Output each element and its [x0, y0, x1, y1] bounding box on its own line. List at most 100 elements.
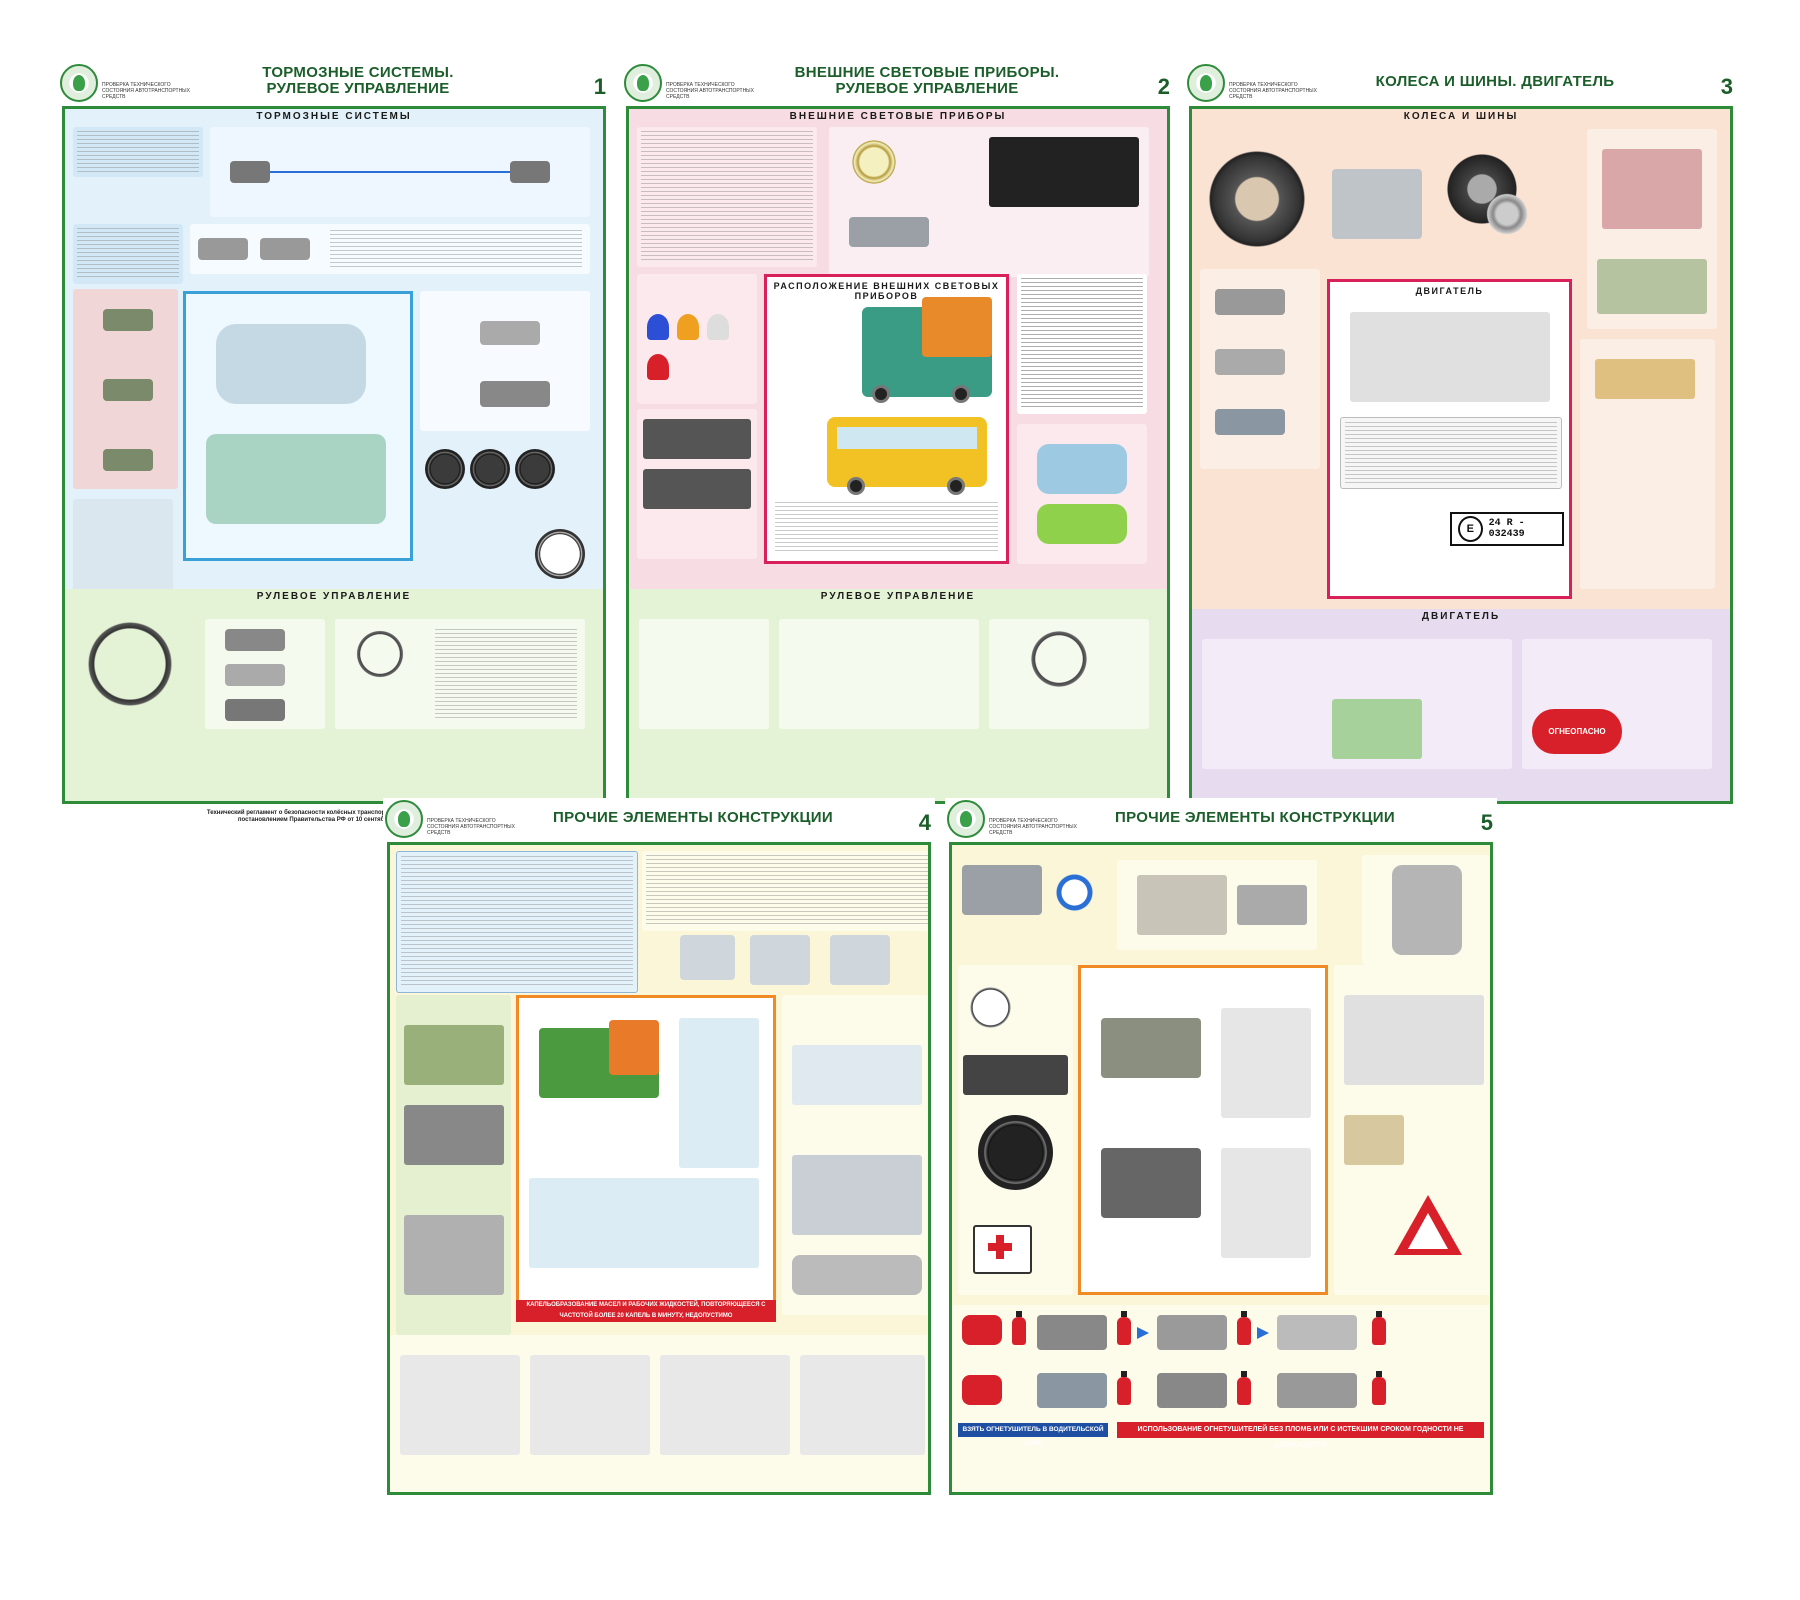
logo-icon: [385, 800, 423, 838]
axles-image: [529, 1178, 759, 1268]
truck-image: [1037, 1315, 1107, 1350]
truck-image: [225, 699, 285, 721]
bus-image: [480, 381, 550, 407]
emission-table: [1340, 417, 1562, 489]
car-image: [1037, 444, 1127, 494]
extinguisher-zone: ВЗЯТЬ ОГНЕТУШИТЕЛЬ В ВОДИТЕЛЬСКОЙ ЗОНЕ И…: [952, 1305, 1490, 1492]
section-title: РУЛЕВОЕ УПРАВЛЕНИЕ: [256, 591, 412, 602]
logo-icon: [947, 800, 985, 838]
bus-front-image: [750, 935, 810, 985]
section-title: ДВИГАТЕЛЬ: [1421, 611, 1501, 622]
title-line-1: КОЛЕСА И ШИНЫ. ДВИГАТЕЛЬ: [1375, 73, 1615, 90]
poster-5: ПРОВЕРКА ТЕХНИЧЕСКОГО СОСТОЯНИЯ АВТОТРАН…: [945, 798, 1497, 1523]
extinguisher-note: ВЗЯТЬ ОГНЕТУШИТЕЛЬ В ВОДИТЕЛЬСКОЙ ЗОНЕ: [958, 1423, 1108, 1447]
seat-block: [1362, 855, 1490, 965]
poster-header: ПРОВЕРКА ТЕХНИЧЕСКОГО СОСТОЯНИЯ АВТОТРАН…: [945, 798, 1497, 842]
windshield-image: [792, 1045, 922, 1105]
spare-wheel-mount-image: [404, 1215, 504, 1295]
gauge-icon: [515, 449, 555, 489]
car-image: [260, 238, 310, 260]
tread-depth: [1200, 269, 1320, 469]
poster-board: КОЛЕСА И ШИНЫ ДВИГАТЕЛЬ E 24 R - 032439: [1189, 106, 1733, 804]
components-image: [679, 1018, 759, 1168]
truck-front-image: [1332, 169, 1422, 239]
steering-lock: [989, 619, 1149, 729]
poster-header: ПРОВЕРКА ТЕХНИЧЕСКОГО СОСТОЯНИЯ АВТОТРАН…: [383, 798, 935, 842]
logo-icon: [60, 64, 98, 102]
section-title: РУЛЕВОЕ УПРАВЛЕНИЕ: [820, 591, 976, 602]
vehicle-table: [190, 224, 590, 274]
hub-image: [1602, 149, 1702, 229]
title-line-2: РУЛЕВОЕ УПРАВЛЕНИЕ: [835, 80, 1019, 97]
steering-linkage: [639, 619, 769, 729]
extinguisher-icon: [1117, 1311, 1131, 1345]
e-mark: E: [1458, 516, 1483, 542]
clock-icon: [535, 529, 585, 579]
stopping-data: [420, 291, 590, 431]
arrow-icon: [1137, 1327, 1149, 1339]
leak-warning: КАПЕЛЬОБРАЗОВАНИЕ МАСЕЛ И РАБОЧИХ ЖИДКОС…: [516, 1300, 776, 1322]
truck-image: [103, 379, 153, 401]
steering-zone: РУЛЕВОЕ УПРАВЛЕНИЕ: [65, 589, 603, 801]
bus-image: [1277, 1315, 1357, 1350]
steering-joints: [779, 619, 979, 729]
fuel-system-image: [1202, 639, 1512, 769]
car-chassis-image: [216, 324, 366, 404]
glass-wipers: [782, 995, 928, 1315]
underrun-frame: [1078, 965, 1328, 1295]
poster-1: ПРОВЕРКА ТЕХНИЧЕСКОГО СОСТОЯНИЯ АВТОТРАН…: [58, 62, 610, 832]
latch-image: [404, 1105, 504, 1165]
car-image: [1215, 349, 1285, 375]
truck-image: [103, 309, 153, 331]
poster-number: 1: [593, 74, 606, 99]
beacon-white-icon: [707, 314, 729, 340]
poster-board: ТОРМОЗНЫЕ СИСТЕМЫ: [62, 106, 606, 804]
extinguisher-icon: [1237, 1371, 1251, 1405]
seat-extinguisher-image: [962, 1315, 1002, 1345]
slope-tests: [73, 289, 178, 489]
headlight-check: [829, 127, 1149, 277]
title-line-1: ТОРМОЗНЫЕ СИСТЕМЫ.: [262, 64, 454, 81]
org-name: ПРОВЕРКА ТЕХНИЧЕСКОГО СОСТОЯНИЯ АВТОТРАН…: [1229, 82, 1317, 100]
truck-image: [539, 1020, 659, 1098]
truck-image: [1215, 289, 1285, 315]
beacon-red-icon: [647, 354, 669, 380]
instruments-block: [958, 965, 1073, 1295]
leaks-frame: [516, 995, 776, 1305]
steering-wheel-icon: [355, 629, 405, 679]
frame-title: ДВИГАТЕЛЬ: [1415, 286, 1484, 296]
truck-front-image: [830, 935, 890, 985]
brake-drive-frame: [183, 291, 413, 561]
vehicle-table: [205, 619, 325, 729]
truck-image: [103, 449, 153, 471]
mudflap-icon: [1052, 870, 1097, 915]
bumper-image: [792, 1255, 922, 1295]
gauge-icon: [425, 449, 465, 489]
poster-number: 4: [918, 810, 931, 835]
poster-title: ПРОЧИЕ ЭЛЕМЕНТЫ КОНСТРУКЦИИ: [533, 810, 853, 826]
steering-wheel-icon: [85, 619, 175, 709]
wheel-mount: [1587, 129, 1717, 329]
bus-image: [1037, 1373, 1107, 1408]
extinguisher-icon: [1012, 1311, 1026, 1345]
poster-title: ТОРМОЗНЫЕ СИСТЕМЫ. РУЛЕВОЕ УПРАВЛЕНИЕ: [208, 65, 508, 97]
org-name: ПРОВЕРКА ТЕХНИЧЕСКОГО СОСТОЯНИЯ АВТОТРАН…: [666, 82, 754, 100]
title-line-1: ПРОЧИЕ ЭЛЕМЕНТЫ КОНСТРУКЦИИ: [1115, 809, 1395, 826]
beam-screen: [989, 137, 1139, 207]
poster-number: 5: [1480, 810, 1493, 835]
vehicle-image: [230, 161, 270, 183]
poster-title: ПРОЧИЕ ЭЛЕМЕНТЫ КОНСТРУКЦИИ: [1095, 810, 1415, 826]
info-block: [73, 224, 183, 284]
extinguisher-warning: ИСПОЛЬЗОВАНИЕ ОГНЕТУШИТЕЛЕЙ БЕЗ ПЛОМБ ИЛ…: [1117, 1422, 1484, 1449]
truck-image: [1157, 1373, 1227, 1408]
side-guard-diagram: [1221, 1148, 1311, 1258]
rear-guard-diagram: [1221, 1008, 1311, 1118]
extinguisher-icon: [1372, 1311, 1386, 1345]
poster-3: ПРОВЕРКА ТЕХНИЧЕСКОГО СОСТОЯНИЯ АВТОТРАН…: [1185, 62, 1737, 832]
logo-icon: [624, 64, 662, 102]
dashboard-block: [637, 409, 757, 559]
car-image: [198, 238, 248, 260]
title-line-1: ВНЕШНИЕ СВЕТОВЫЕ ПРИБОРЫ.: [794, 64, 1060, 81]
rim-icon: [1482, 189, 1532, 239]
certification-plate: E 24 R - 032439: [1450, 512, 1564, 546]
